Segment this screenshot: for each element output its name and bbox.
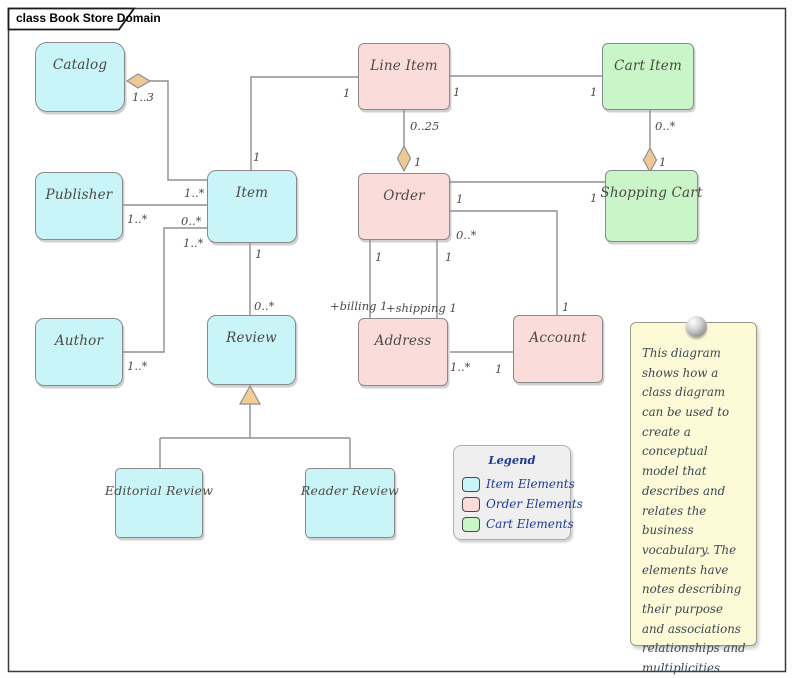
sticky-note[interactable]: This diagram shows how a class diagram c… [630,316,757,675]
class-catalog-name: Catalog [52,57,108,73]
class-cart-item-name: Cart Item [614,58,682,74]
class-account[interactable]: Account [513,315,603,383]
legend-swatch-order-elements [462,496,480,512]
diagram-title: class Book Store Domain [16,11,161,25]
connector-catalog-item[interactable] [150,80,207,181]
legend-item-row: Cart Elements [462,514,574,534]
mult-lineitem-cartitem-li-end: 1 [453,85,461,99]
aggregation-diamond-shoppingcart [642,146,658,174]
mult-publisher-end: 1..* [127,212,148,226]
class-item-name: Item [235,185,269,201]
mult-lineitem-cartitem-ci-end: 1 [590,85,598,99]
legend-title: Legend [488,453,536,467]
class-reader-review[interactable]: Reader Review [301,468,399,538]
mult-author-item-end: 1..* [183,236,204,250]
class-item[interactable]: Item [207,170,297,243]
mult-item-lineitem-item-end: 1 [253,150,261,164]
class-author[interactable]: Author [35,318,123,386]
mult-item-lineitem-li-end: 1 [343,86,351,100]
class-review[interactable]: Review [207,315,296,385]
mult-order-cart-order-end: 1 [456,192,464,206]
connector-author-item[interactable] [123,227,207,353]
legend-swatch-item-elements [462,476,480,492]
diagram-frame-border [7,7,787,673]
aggregation-diamond-order [396,144,412,173]
mult-cartitem-cart-ci-end: 0..* [655,119,676,133]
mult-lineitem-order-order-end: 1 [414,155,422,169]
legend[interactable]: Legend Item Elements Order Elements Cart… [453,445,583,540]
legend-label-item-elements: Item Elements [486,477,575,491]
connector-order-account[interactable] [450,210,558,315]
class-shopping-cart-name: Shopping Cart [600,185,703,201]
class-address-name: Address [374,333,432,349]
connector-review-generalization[interactable] [159,404,351,468]
mult-address-account-acct-end: 1 [495,362,503,376]
legend-swatch-cart-elements [462,516,480,532]
mult-order-account-order-end: 0..* [456,228,477,242]
generalization-arrow-review [238,384,262,405]
mult-item-review-item-end: 1 [255,247,263,261]
legend-item-row: Item Elements [462,474,575,494]
class-address[interactable]: Address [358,318,448,386]
class-editorial-review-name: Editorial Review [104,483,214,498]
legend-label-order-elements: Order Elements [486,497,583,511]
role-shipping: +shipping 1 [386,301,457,315]
mult-cartitem-cart-cart-end: 1 [659,155,667,169]
class-account-name: Account [529,330,587,346]
role-billing: +billing 1 [330,299,388,313]
aggregation-diamond-catalog [125,73,152,89]
class-order[interactable]: Order [358,173,450,240]
class-line-item[interactable]: Line Item [358,43,450,110]
mult-lineitem-order-li-end: 0..25 [410,119,440,133]
mult-catalog-end: 1..3 [132,90,154,104]
class-publisher-name: Publisher [45,187,113,203]
class-catalog[interactable]: Catalog [35,42,125,112]
mult-order-shipping-order-end: 1 [445,250,453,264]
class-line-item-name: Line Item [370,58,438,74]
diagram-frame-tab [7,7,136,31]
mult-order-billing-order-end: 1 [375,250,383,264]
mult-publisher-item-end: 0..* [181,214,202,228]
mult-catalog-item-end: 1..* [184,186,205,200]
class-author-name: Author [54,333,104,349]
legend-item-row: Order Elements [462,494,583,514]
pin-icon [686,316,707,337]
mult-item-review-review-end: 0..* [254,299,275,313]
connector-item-lineitem[interactable] [250,76,358,170]
mult-address-account-addr-end: 1..* [450,360,471,374]
class-publisher[interactable]: Publisher [35,172,123,240]
class-order-name: Order [383,188,425,204]
class-shopping-cart[interactable]: Shopping Cart [600,170,702,242]
note-text: This diagram shows how a class diagram c… [642,346,746,675]
class-editorial-review[interactable]: Editorial Review [105,468,213,538]
mult-order-cart-cart-end: 1 [590,191,598,205]
class-reader-review-name: Reader Review [300,483,400,498]
mult-author-end: 1..* [127,359,148,373]
class-review-name: Review [226,330,277,346]
mult-order-account-account-end: 1 [562,300,570,314]
class-cart-item[interactable]: Cart Item [602,43,694,110]
legend-label-cart-elements: Cart Elements [486,517,574,531]
